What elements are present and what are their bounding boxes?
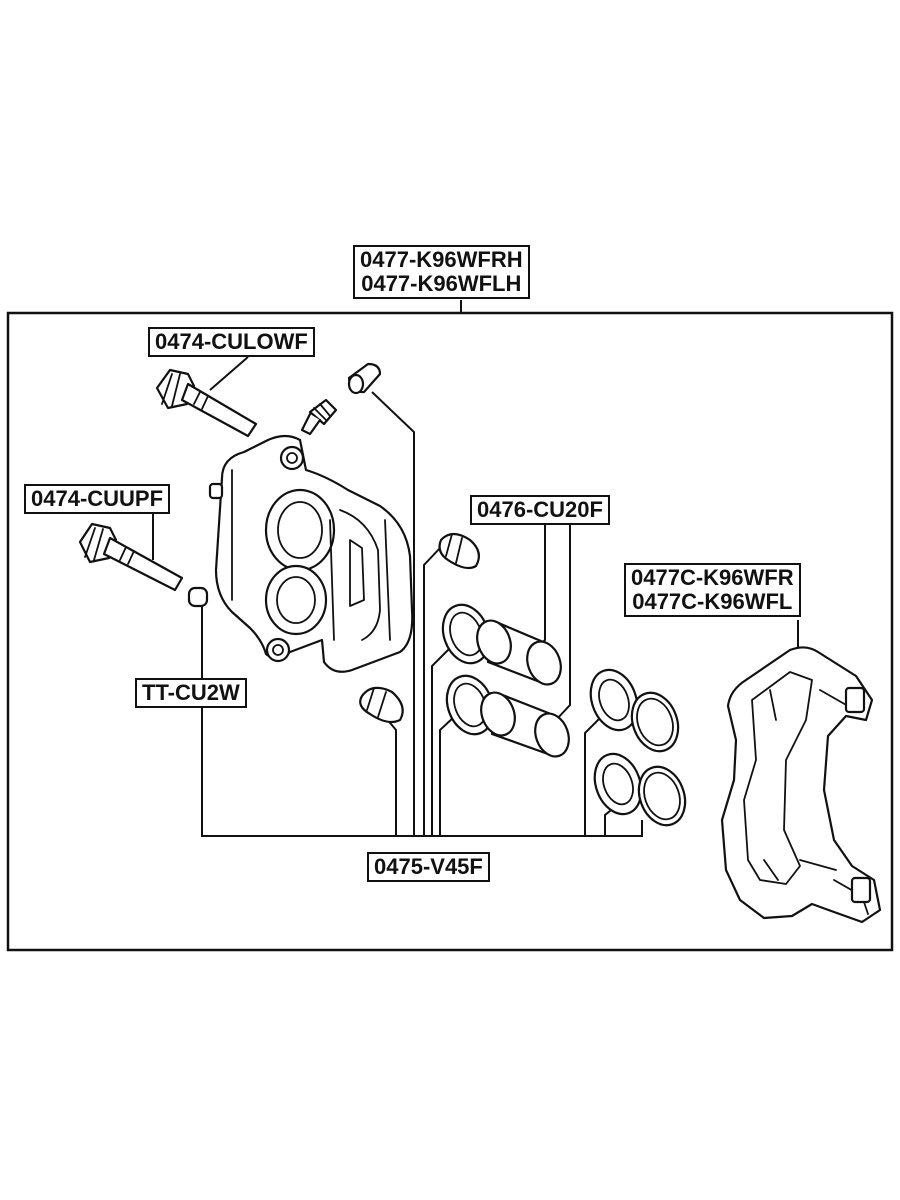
label-piston-text: 0476-CU20F xyxy=(477,497,603,522)
label-caliper-assembly: 0477-K96WFRH 0477-K96WFLH xyxy=(353,245,530,299)
upper-boot xyxy=(438,532,481,570)
label-repair-kit-text: 0475-V45F xyxy=(374,854,483,879)
label-piston: 0476-CU20F xyxy=(470,495,610,525)
label-pin-boot-text: TT-CU2W xyxy=(142,680,240,705)
label-caliper-bracket-r: 0477C-K96WFR xyxy=(631,565,794,590)
assembly-frame xyxy=(6,311,894,952)
label-upper-pin-text: 0474-CUUPF xyxy=(31,486,164,511)
label-lower-pin-text: 0474-CULOWF xyxy=(155,329,308,354)
upper-guide-pin xyxy=(78,522,184,592)
label-caliper-assembly-lh: 0477-K96WFLH xyxy=(361,271,522,296)
pistons xyxy=(476,619,570,758)
label-caliper-bracket: 0477C-K96WFR 0477C-K96WFL xyxy=(624,563,801,617)
piston-seals xyxy=(441,603,495,736)
lower-guide-pin xyxy=(155,368,258,438)
label-lower-pin: 0474-CULOWF xyxy=(148,327,315,357)
bleeder-cap xyxy=(347,362,382,395)
label-caliper-assembly-rh: 0477-K96WFRH xyxy=(360,247,523,272)
lower-boot xyxy=(359,686,404,724)
label-upper-pin: 0474-CUUPF xyxy=(24,484,171,514)
pin-sleeve xyxy=(187,586,209,608)
label-repair-kit: 0475-V45F xyxy=(367,852,490,882)
caliper-bracket xyxy=(720,646,882,924)
dust-seals xyxy=(589,668,687,827)
label-caliper-bracket-l: 0477C-K96WFL xyxy=(632,589,793,614)
label-pin-boot: TT-CU2W xyxy=(135,678,247,708)
bleeder-screw xyxy=(300,398,338,436)
caliper-body xyxy=(208,434,414,673)
